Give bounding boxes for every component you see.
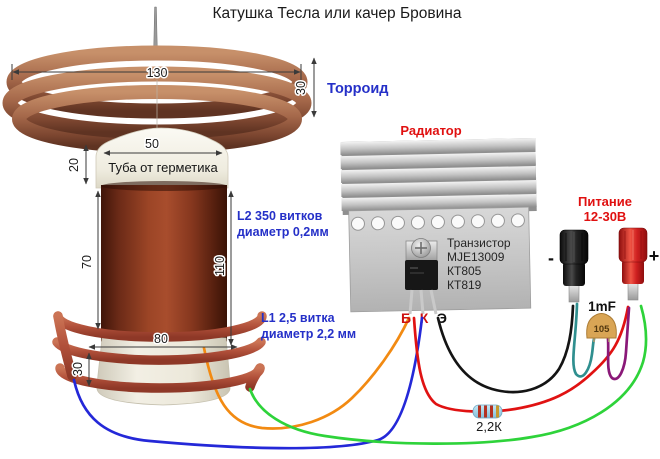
transistor-label: Транзистор: [447, 236, 511, 250]
primary-right-end: [245, 363, 265, 392]
wire-green-l1-to-plus: [248, 304, 648, 445]
transistor-body: [405, 260, 438, 290]
power-label-line1: Питание: [578, 194, 632, 209]
post-shaft: [627, 281, 639, 301]
dim-cap-height: 20: [67, 158, 81, 172]
pin-collector: [419, 289, 425, 315]
plus-sign: +: [649, 246, 660, 266]
page-title: Катушка Тесла или качер Бровина: [213, 5, 462, 22]
post-shaft: [568, 283, 580, 303]
heatsink-holes: [350, 213, 525, 231]
coil-dimensions: 50 20 70 110 80 30: [66, 136, 238, 387]
secondary-winding-top-edge: [101, 181, 227, 191]
heatsink-plate: [348, 206, 532, 313]
heatsink-hole: [510, 213, 525, 228]
transistor-pins: [408, 289, 438, 315]
heatsink-hole: [410, 215, 425, 230]
wire-red-base-to-plus: [412, 305, 630, 413]
transistor-model-3: КТ819: [447, 278, 482, 292]
heatsink-hole: [450, 214, 465, 229]
dim-toroid-diameter: 130: [147, 66, 168, 80]
heatsink-rib: [340, 151, 536, 170]
toroid-dimensions: 130 30: [11, 57, 317, 118]
heatsink-rib: [340, 165, 537, 184]
dim-upper: 70: [80, 255, 94, 269]
post-body: [563, 262, 585, 286]
heatsink-rib: [341, 179, 537, 198]
plus-terminal: [618, 227, 648, 301]
transistor-model-1: MJE13009: [447, 250, 505, 264]
l1-spec-line2: диаметр 2,2 мм: [261, 327, 356, 341]
minus-sign: -: [548, 248, 554, 268]
primary-turn-1: [53, 311, 267, 342]
secondary-winding: [101, 181, 227, 347]
power-label-line2: 12-30В: [584, 209, 627, 224]
capacitor-marking: 105: [594, 324, 611, 335]
wire-teal-minus-to-capacitor: [572, 302, 596, 378]
secondary-winding-body: [101, 185, 227, 341]
heatsink-rib: [341, 193, 537, 212]
radiator-label: Радиатор: [400, 123, 461, 138]
l1-spec-line1: L1 2,5 витка: [261, 311, 336, 325]
capacitor-value: 1mF: [588, 299, 616, 314]
dim-toroid-height: 30: [294, 81, 308, 95]
tube-cap-label: Туба от герметика: [108, 160, 218, 175]
heatsink-hole: [370, 216, 385, 231]
pin-emitter: [429, 289, 438, 315]
heatsink-hole: [350, 216, 365, 231]
l2-spec-line2: диаметр 0,2мм: [237, 225, 329, 239]
capacitor-body: [586, 313, 617, 339]
toroid-label: Торроид: [327, 81, 389, 97]
resistor: [472, 404, 503, 419]
pin-base: [408, 289, 414, 315]
resistor-value: 2,2К: [476, 419, 502, 434]
minus-terminal: [559, 229, 589, 303]
wire-blue-l1-to-collector: [72, 316, 424, 450]
dim-primary-height: 30: [71, 362, 85, 376]
resistor-band: [478, 405, 481, 418]
post-body: [622, 260, 644, 284]
l2-spec-line1: L2 350 витков: [237, 209, 323, 223]
dim-winding: 110: [213, 256, 227, 276]
heatsink-rib: [340, 137, 536, 156]
heatsink-hole: [490, 213, 505, 228]
wire-black-emitter-to-minus: [436, 304, 575, 394]
resistor-band: [496, 405, 499, 418]
pin-label-base: Б: [401, 310, 411, 326]
dim-primary-diameter: 80: [154, 332, 168, 346]
wire-purple-capacitor-to-plus: [606, 306, 631, 381]
heatsink-hole: [430, 215, 445, 230]
resistor-band: [490, 405, 493, 418]
transistor-model-2: КТ805: [447, 264, 482, 278]
pin-label-emitter: Э: [437, 310, 447, 326]
dim-cap-width: 50: [145, 137, 159, 151]
tube-cap: [95, 127, 229, 189]
transistor: [405, 238, 438, 315]
resistor-band: [484, 405, 487, 418]
pin-label-collector: К: [420, 310, 429, 326]
wire-orange-l2-to-base: [202, 316, 411, 430]
primary-left-end: [53, 311, 77, 381]
heatsink: [340, 137, 537, 313]
heatsink-hole: [470, 214, 485, 229]
discharge-needle: [153, 6, 158, 51]
heatsink-hole: [390, 215, 405, 230]
capacitor: 105: [586, 313, 617, 342]
primary-coil: [52, 311, 267, 393]
primary-turn-2: [52, 337, 266, 365]
